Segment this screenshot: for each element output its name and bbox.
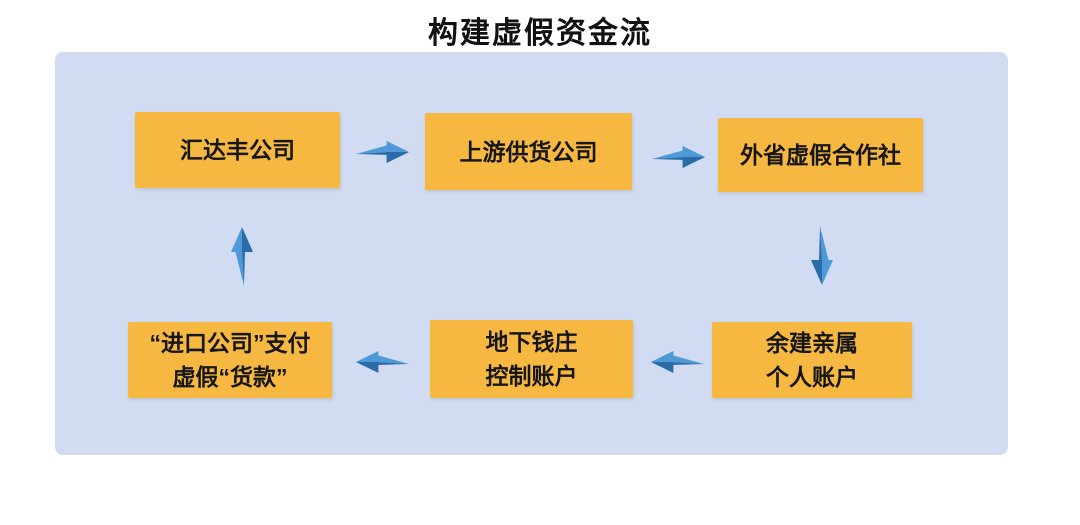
arrow-left-icon-underground-to-importer <box>355 350 409 374</box>
node-label: 地下钱庄 <box>485 329 578 355</box>
node-label: 汇达丰公司 <box>180 137 295 163</box>
arrow-right-icon-upstream-to-cooperative <box>652 145 706 169</box>
arrow-up-icon-importer-to-huidafeng <box>230 226 254 286</box>
node-import-company-payment: “进口公司”支付 虚假“货款” <box>128 322 332 398</box>
arrow-right-icon-huidafeng-to-upstream <box>356 140 410 164</box>
node-label: 上游供货公司 <box>459 138 598 165</box>
diagram-title: 构建虚假资金流 <box>428 17 652 50</box>
node-label: 虚假“货款” <box>172 364 288 390</box>
node-fake-cooperative: 外省虚假合作社 <box>718 118 923 192</box>
node-huidafeng-company: 汇达丰公司 <box>135 112 340 188</box>
node-upstream-supplier: 上游供货公司 <box>425 113 632 190</box>
node-label: 控制账户 <box>485 363 578 389</box>
node-label: “进口公司”支付 <box>149 330 311 356</box>
arrow-down-icon-cooperative-to-relatives <box>810 226 834 286</box>
node-label: 余建亲属 <box>766 330 858 356</box>
arrow-left-icon-relatives-to-underground <box>650 350 704 374</box>
node-underground-bank: 地下钱庄 控制账户 <box>430 320 633 398</box>
node-relatives-accounts: 余建亲属 个人账户 <box>712 322 912 398</box>
node-label: 个人账户 <box>766 364 858 390</box>
node-label: 外省虚假合作社 <box>740 142 901 168</box>
